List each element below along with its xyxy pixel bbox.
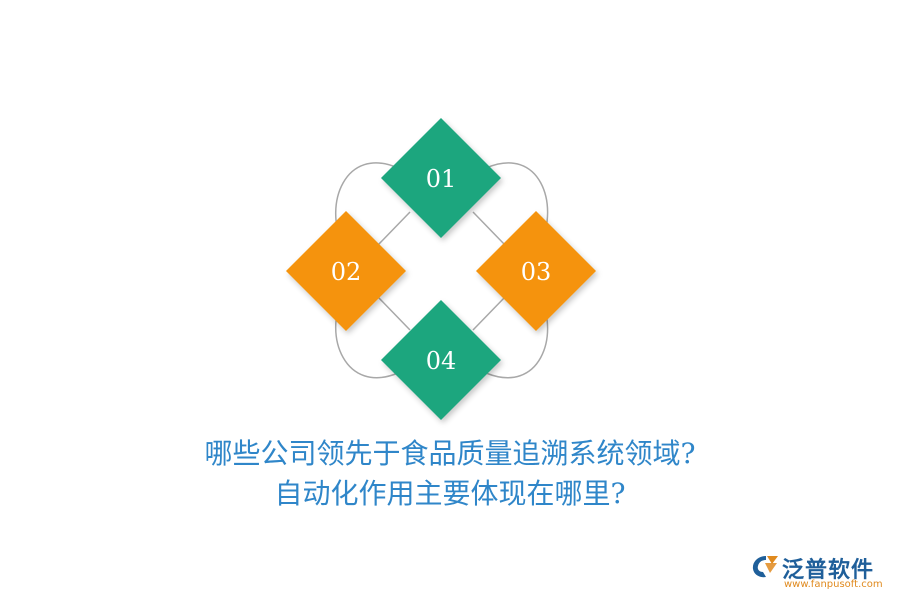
brand-url: www.fanpusoft.com: [784, 579, 883, 590]
fanpu-logo-icon: [752, 556, 778, 578]
diamond-label-04: 04: [426, 347, 457, 375]
diamond-item-01: 01: [381, 118, 501, 238]
page-title-line-1: 哪些公司领先于食品质量追溯系统领域?: [204, 437, 696, 470]
diamond-shape-02: [286, 211, 406, 331]
diamond-item-04: 04: [381, 300, 501, 420]
diamond-label-01: 01: [426, 165, 457, 193]
brand-name: 泛普软件: [782, 558, 875, 583]
diamond-label-02: 02: [331, 258, 362, 286]
diamond-item-02: 02: [286, 211, 406, 331]
diamond-item-03: 03: [476, 211, 596, 331]
diamond-label-03: 03: [521, 258, 552, 286]
brand-watermark: 泛普软件 www.fanpusoft.com: [750, 552, 890, 592]
diamond-shape-04: [381, 300, 501, 420]
diamond-shape-01: [381, 118, 501, 238]
page-title-line-2: 自动化作用主要体现在哪里?: [274, 477, 626, 510]
diamond-shape-03: [476, 211, 596, 331]
